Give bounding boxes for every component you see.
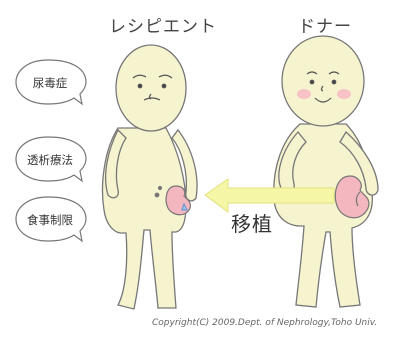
- bubble-shapes: [15, 59, 87, 243]
- bubble-shape-3: [15, 196, 87, 243]
- recipient-figure: [101, 44, 198, 310]
- bubble-shape-1: [15, 59, 87, 106]
- recipient-face: [132, 74, 173, 101]
- bubble-uremia: 尿毒症: [32, 76, 68, 90]
- recipient-kidney-icon: [154, 185, 191, 216]
- transplant-arrow: [204, 178, 335, 213]
- transplant-label: 移植: [231, 212, 273, 236]
- bubble-shape-2: [15, 136, 87, 183]
- recipient-label: レシピエント: [109, 17, 217, 37]
- donor-label: ドナー: [298, 17, 352, 37]
- donor-face: [297, 71, 351, 103]
- copyright-notice: Copyright(C) 2009.Dept. of Nephrology,To…: [152, 318, 378, 328]
- donor-kidney-icon: [334, 175, 370, 219]
- bubble-dialysis: 透析療法: [27, 153, 73, 167]
- donor-figure: [273, 35, 379, 308]
- bubble-diet-restriction: 食事制限: [27, 213, 73, 227]
